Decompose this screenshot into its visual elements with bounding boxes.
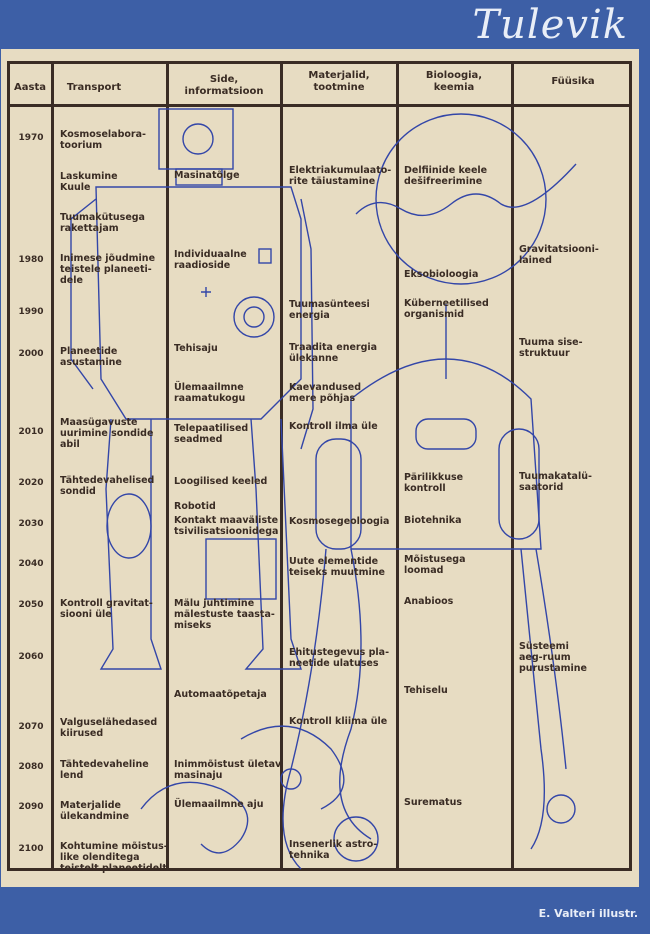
materials-item: Kosmosegeoloogia <box>289 516 390 527</box>
timeline-sheet: Aasta Transport Side, informatsioon Mate… <box>1 49 639 887</box>
transport-item: Inimese jõudmine teistele planeeti- dele <box>60 253 156 286</box>
communication-item: Mälu juhtimine mälestuste taasta- miseks <box>174 598 275 631</box>
header-year: Aasta <box>14 82 46 93</box>
materials-item: Uute elementide teiseks muutmine <box>289 556 385 578</box>
communication-item: Ülemaailmne raamatukogu <box>174 382 246 404</box>
column-divider <box>396 61 399 871</box>
transport-item: Kosmoselabora- toorium <box>60 129 146 151</box>
year-label: 2080 <box>18 762 44 772</box>
materials-item: Traadita energia ülekanne <box>289 342 378 364</box>
year-label: 2030 <box>18 519 44 529</box>
year-label: 2020 <box>18 478 44 488</box>
biology-item: Pärilikkuse kontroll <box>404 472 464 494</box>
communication-item: Loogilised keeled <box>174 476 268 487</box>
year-label: 1970 <box>18 133 44 143</box>
sphere-drawing <box>375 113 547 285</box>
communication-item: Ülemaailmne aju <box>174 799 264 810</box>
transport-item: Maasügavuste uurimine sondide abil <box>60 417 154 450</box>
header-biology: Bioloogia, keemia <box>425 70 483 93</box>
materials-item: Kontroll ilma üle <box>289 421 378 432</box>
materials-item: Kaevandused mere põhjas <box>289 382 362 404</box>
column-divider <box>511 61 514 871</box>
year-label: 2040 <box>18 559 44 569</box>
materials-item: Kontroll kliima üle <box>289 716 388 727</box>
biology-item: Küberneetilised organismid <box>404 298 489 320</box>
transport-item: Materjalide ülekandmine <box>60 800 130 822</box>
biology-item: Surematus <box>404 797 463 808</box>
header-communication: Side, informatsioon <box>184 74 264 97</box>
transport-item: Kohtumine mõistus- like olenditega teist… <box>60 841 168 874</box>
year-label: 2050 <box>18 600 44 610</box>
communication-item: Automaatõpetaja <box>174 689 267 700</box>
year-label: 2000 <box>18 349 44 359</box>
transport-item: Tuumakütusega rakettajam <box>60 212 145 234</box>
transport-item: Planeetide asustamine <box>60 346 122 368</box>
transport-item: Valguselähedased kiirused <box>60 717 158 739</box>
physics-item: Tuuma sise- struktuur <box>519 337 583 359</box>
biology-item: Anabioos <box>404 596 454 607</box>
communication-item: Individuaalne raadioside <box>174 249 247 271</box>
materials-item: Ehitustegevus pla- neetide ulatuses <box>289 647 390 669</box>
header-transport: Transport <box>66 82 122 93</box>
transport-item: Tähtedevahelised sondid <box>60 475 155 497</box>
biology-item: Mõistusega loomad <box>404 554 466 576</box>
physics-item: Tuumakatalü- saatorid <box>519 471 592 493</box>
communication-item: Inimmõistust ületav masinaju <box>174 759 282 781</box>
biology-item: Tehiselu <box>404 685 448 696</box>
table-frame <box>7 61 632 871</box>
year-label: 1980 <box>18 255 44 265</box>
biology-item: Eksobioloogia <box>404 269 479 280</box>
transport-item: Laskumine Kuule <box>60 171 118 193</box>
communication-item: Telepaatilised seadmed <box>174 423 249 445</box>
year-label: 1990 <box>18 307 44 317</box>
column-divider <box>280 61 283 871</box>
materials-item: Insenerlik astro- tehnika <box>289 839 378 861</box>
communication-item: Robotid <box>174 501 216 512</box>
header-materials: Materjalid, tootmine <box>308 70 370 93</box>
year-label: 2070 <box>18 722 44 732</box>
year-label: 2100 <box>18 844 44 854</box>
biology-item: Delfiinide keele dešifreerimine <box>404 165 488 187</box>
column-divider <box>51 61 54 871</box>
magazine-title: Tulevik <box>472 2 628 48</box>
physics-item: Süsteemi aeg-ruum purustamine <box>519 641 587 674</box>
communication-item: Kontakt maaväliste tsivilisatsioonidega <box>174 515 279 537</box>
robot-left-leg <box>99 418 162 670</box>
materials-item: Elektriakumulaato- rite täiustamine <box>289 165 392 187</box>
communication-item: Tehisaju <box>174 343 218 354</box>
communication-item: Masinatõlge <box>174 170 240 181</box>
robot-body <box>95 186 302 420</box>
biology-item: Biotehnika <box>404 515 462 526</box>
year-label: 2090 <box>18 802 44 812</box>
column-divider <box>166 61 169 871</box>
header-physics: Füüsika <box>551 76 595 87</box>
robot-illustration <box>70 108 577 870</box>
transport-item: Tähtedevaheline lend <box>60 759 149 781</box>
domed-machine <box>350 358 542 550</box>
robot-head <box>158 108 234 170</box>
illustrator-credit: E. Valteri illustr. <box>538 907 638 920</box>
year-label: 2010 <box>18 427 44 437</box>
transport-item: Kontroll gravitat- siooni üle <box>60 598 153 620</box>
robot-right-leg <box>244 418 302 670</box>
header-divider <box>7 104 632 107</box>
materials-item: Tuumasünteesi energia <box>289 299 370 321</box>
physics-item: Gravitatsiooni- lained <box>519 244 599 266</box>
year-label: 2060 <box>18 652 44 662</box>
